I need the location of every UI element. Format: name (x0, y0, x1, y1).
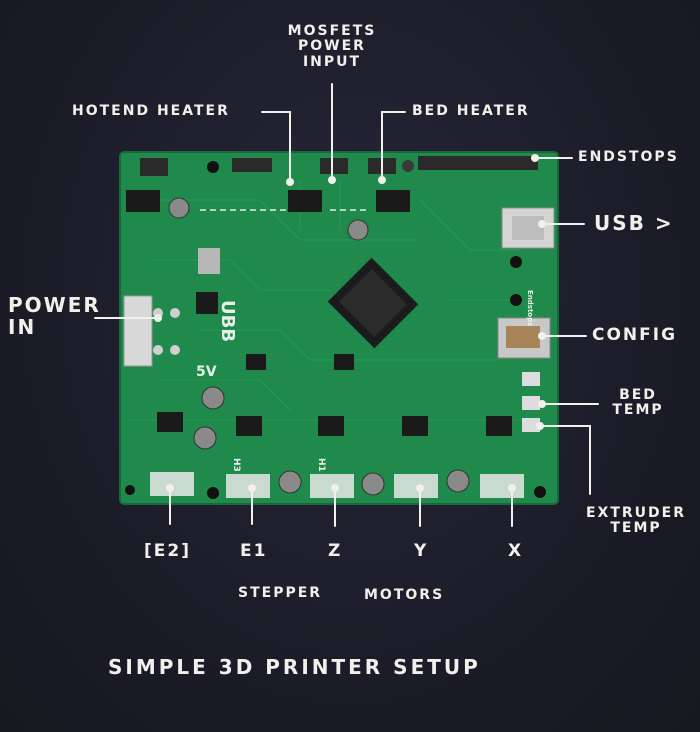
motor-x-label: X (508, 541, 524, 561)
motor-z-label: Z (328, 541, 343, 561)
power-in-label: POWER IN (8, 294, 101, 338)
silk-ubb: UBB (217, 300, 238, 342)
temp-connectors (522, 372, 540, 432)
power-line-1: POWER (8, 293, 101, 317)
bed-temp-line-1: BED (619, 387, 657, 403)
endstops-label: ENDSTOPS (578, 149, 679, 165)
usb-port (501, 207, 555, 249)
motors-label: MOTORS (364, 587, 445, 603)
mosfets-line-3: INPUT (302, 53, 362, 70)
motor-y-label: Y (414, 541, 429, 561)
page-title: SIMPLE 3D PRINTER SETUP (108, 655, 481, 679)
hotend-heater-label: HOTEND HEATER (72, 103, 230, 119)
pcb-board (119, 151, 559, 505)
config-label: CONFIG (592, 325, 678, 345)
silk-5v: 5V (196, 364, 217, 380)
mosfets-power-input-label: MOSFETS POWER INPUT (280, 23, 384, 70)
power-terminals (123, 295, 180, 367)
usb-label: USB > (594, 211, 674, 235)
silk-endstops: Endstops (526, 290, 534, 326)
extruder-line-2: TEMP (610, 520, 662, 537)
motor-connectors (150, 472, 524, 498)
silk-h1: H1 (316, 458, 326, 472)
callout-lines (94, 83, 599, 527)
callout-dots (154, 154, 546, 492)
extruder-line-1: EXTRUDER (585, 505, 687, 521)
mosfets-line-1: MOSFETS (287, 23, 377, 39)
stepper-label: STEPPER (238, 585, 323, 601)
capacitors (168, 197, 470, 496)
motor-e1-label: E1 (240, 541, 268, 561)
silk-h3: H3 (231, 458, 241, 472)
bed-temp-label: BED TEMP (606, 387, 670, 419)
motor-e2-label: [E2] (144, 541, 191, 561)
top-connectors (140, 156, 538, 176)
mosfets-line-2: POWER (298, 38, 366, 55)
bed-temp-line-2: TEMP (612, 402, 664, 419)
bed-heater-label: BED HEATER (412, 103, 530, 119)
stepper-drivers (157, 354, 512, 436)
power-line-2: IN (8, 315, 37, 339)
mosfets (126, 190, 410, 314)
extruder-temp-label: EXTRUDER TEMP (580, 505, 692, 537)
microcontroller (327, 257, 419, 349)
board-silkscreen: UBB 5V Endstops H3 H1 (196, 290, 534, 472)
